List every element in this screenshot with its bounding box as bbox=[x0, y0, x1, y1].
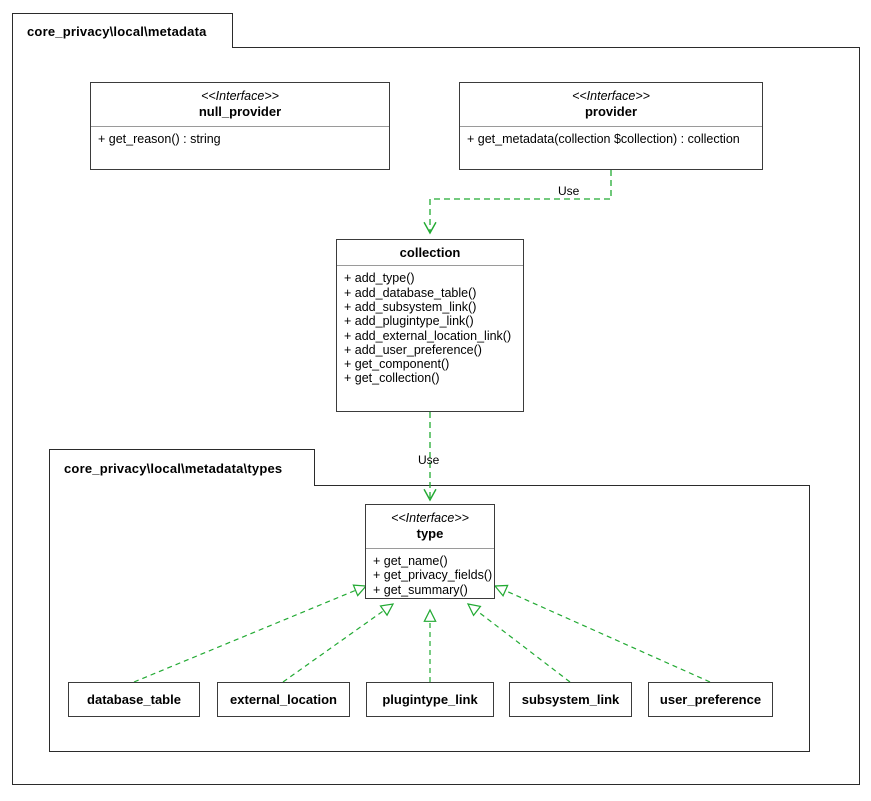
class-subsystem-link-name: subsystem_link bbox=[521, 692, 620, 707]
class-type-members: + get_name() + get_privacy_fields() + ge… bbox=[366, 549, 494, 603]
class-null-provider-stereotype: <<Interface>> bbox=[201, 89, 279, 103]
class-external-location[interactable]: external_location bbox=[217, 682, 350, 717]
class-member: + add_plugintype_link() bbox=[344, 314, 474, 329]
class-null-provider-members: + get_reason() : string bbox=[91, 127, 389, 152]
class-collection-header: collection bbox=[337, 240, 523, 267]
class-member: + get_reason() : string bbox=[98, 132, 221, 147]
class-user-preference[interactable]: user_preference bbox=[648, 682, 773, 717]
class-provider[interactable]: <<Interface>> provider + get_metadata(co… bbox=[459, 82, 763, 170]
use-label-text: Use bbox=[418, 453, 440, 467]
class-collection-members: + add_type() + add_database_table() + ad… bbox=[337, 266, 523, 391]
class-database-table[interactable]: database_table bbox=[68, 682, 200, 717]
class-member: + get_summary() bbox=[373, 582, 468, 597]
class-member: + get_privacy_fields() bbox=[373, 568, 493, 583]
package-outer-label: core_privacy\local\metadata bbox=[27, 23, 207, 39]
class-type-stereotype: <<Interface>> bbox=[391, 511, 469, 525]
class-member: + get_name() bbox=[373, 554, 448, 569]
class-member: + add_subsystem_link() bbox=[344, 299, 477, 314]
package-outer-tab: core_privacy\local\metadata bbox=[12, 13, 233, 48]
class-user-preference-name: user_preference bbox=[659, 692, 762, 707]
class-member: + add_user_preference() bbox=[344, 342, 482, 357]
class-collection[interactable]: collection + add_type() + add_database_t… bbox=[336, 239, 524, 412]
class-type-name: type bbox=[416, 525, 444, 541]
edge-label-collection-use: Use bbox=[418, 453, 439, 467]
class-subsystem-link[interactable]: subsystem_link bbox=[509, 682, 632, 717]
class-database-table-name: database_table bbox=[87, 692, 181, 707]
class-type-header: <<Interface>> type bbox=[366, 505, 494, 550]
class-plugintype-link[interactable]: plugintype_link bbox=[366, 682, 494, 717]
class-member: + get_collection() bbox=[344, 371, 440, 386]
class-provider-header: <<Interface>> provider bbox=[460, 83, 762, 128]
class-member: + get_metadata(collection $collection) :… bbox=[467, 132, 740, 147]
class-collection-name: collection bbox=[399, 245, 461, 260]
use-label-text: Use bbox=[558, 184, 580, 198]
edge-label-provider-use: Use bbox=[558, 184, 579, 198]
class-null-provider-header: <<Interface>> null_provider bbox=[91, 83, 389, 128]
class-provider-members: + get_metadata(collection $collection) :… bbox=[460, 127, 762, 152]
class-type[interactable]: <<Interface>> type + get_name() + get_pr… bbox=[365, 504, 495, 599]
class-null-provider[interactable]: <<Interface>> null_provider + get_reason… bbox=[90, 82, 390, 170]
class-member: + add_type() bbox=[344, 271, 415, 286]
class-member: + add_database_table() bbox=[344, 285, 477, 300]
class-plugintype-link-name: plugintype_link bbox=[382, 692, 478, 707]
class-null-provider-name: null_provider bbox=[198, 103, 282, 119]
class-provider-stereotype: <<Interface>> bbox=[572, 89, 650, 103]
class-external-location-name: external_location bbox=[230, 692, 337, 707]
class-member: + get_component() bbox=[344, 357, 450, 372]
package-inner-tab: core_privacy\local\metadata\types bbox=[49, 449, 315, 486]
class-member: + add_external_location_link() bbox=[344, 328, 512, 343]
package-inner-label: core_privacy\local\metadata\types bbox=[64, 460, 283, 476]
class-provider-name: provider bbox=[584, 103, 637, 119]
